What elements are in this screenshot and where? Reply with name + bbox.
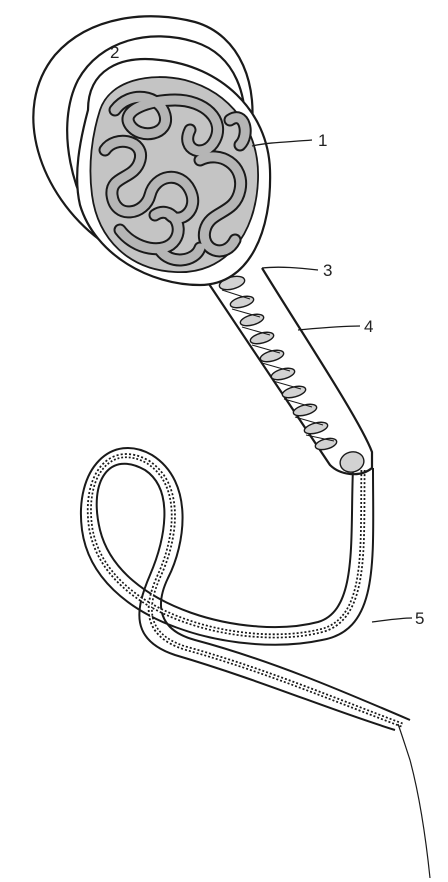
label-2: 2 [110, 43, 119, 62]
mitochondria [218, 274, 366, 475]
label-3: 3 [323, 261, 332, 280]
leader-5 [372, 618, 412, 622]
label-4: 4 [364, 317, 373, 336]
leader-4 [298, 326, 360, 330]
label-5: 5 [415, 609, 424, 628]
helix-lines [222, 290, 334, 441]
leader-3 [262, 267, 318, 270]
axoneme [89, 456, 402, 725]
end-piece [398, 724, 430, 878]
label-1: 1 [318, 131, 327, 150]
tail-shaft-outer-right [81, 448, 410, 720]
